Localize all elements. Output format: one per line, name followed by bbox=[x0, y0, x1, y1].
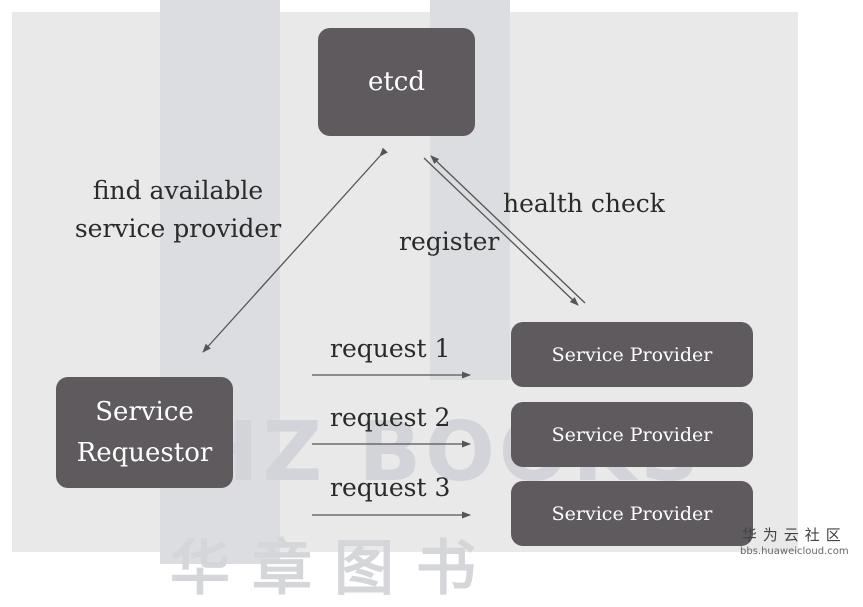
request1-label: request 1 bbox=[330, 334, 451, 363]
request3-label: request 3 bbox=[330, 473, 451, 502]
provider-label: Service Provider bbox=[551, 343, 713, 366]
health-check-arrow bbox=[430, 155, 586, 304]
logo-url: bbs.huaweicloud.com bbox=[740, 546, 849, 557]
register-label: register bbox=[399, 227, 500, 256]
etcd-label: etcd bbox=[367, 67, 426, 97]
service-provider-node-3: Service Provider bbox=[511, 481, 753, 546]
find-label-line1: find available bbox=[92, 176, 264, 205]
etcd-node: etcd bbox=[318, 28, 475, 136]
logo-name: 华为云社区 bbox=[741, 526, 847, 544]
service-provider-node-1: Service Provider bbox=[511, 322, 753, 387]
arrows-layer bbox=[202, 147, 586, 519]
find-arrow bbox=[202, 147, 388, 353]
service-provider-node-2: Service Provider bbox=[511, 402, 753, 467]
huaweicloud-logo: 华为云社区 bbs.huaweicloud.com bbox=[740, 524, 849, 557]
requestor-label-line1: Service bbox=[95, 397, 194, 428]
request2-label: request 2 bbox=[330, 403, 451, 432]
service-requestor-node: Service Requestor bbox=[56, 377, 233, 488]
provider-label: Service Provider bbox=[551, 423, 713, 446]
find-provider-label: find available service provider bbox=[66, 172, 290, 247]
provider-label: Service Provider bbox=[551, 502, 713, 525]
requestor-label-line2: Requestor bbox=[76, 437, 213, 468]
register-arrow bbox=[423, 157, 579, 306]
health-check-label: health check bbox=[503, 189, 665, 218]
find-label-line2: service provider bbox=[74, 213, 282, 243]
